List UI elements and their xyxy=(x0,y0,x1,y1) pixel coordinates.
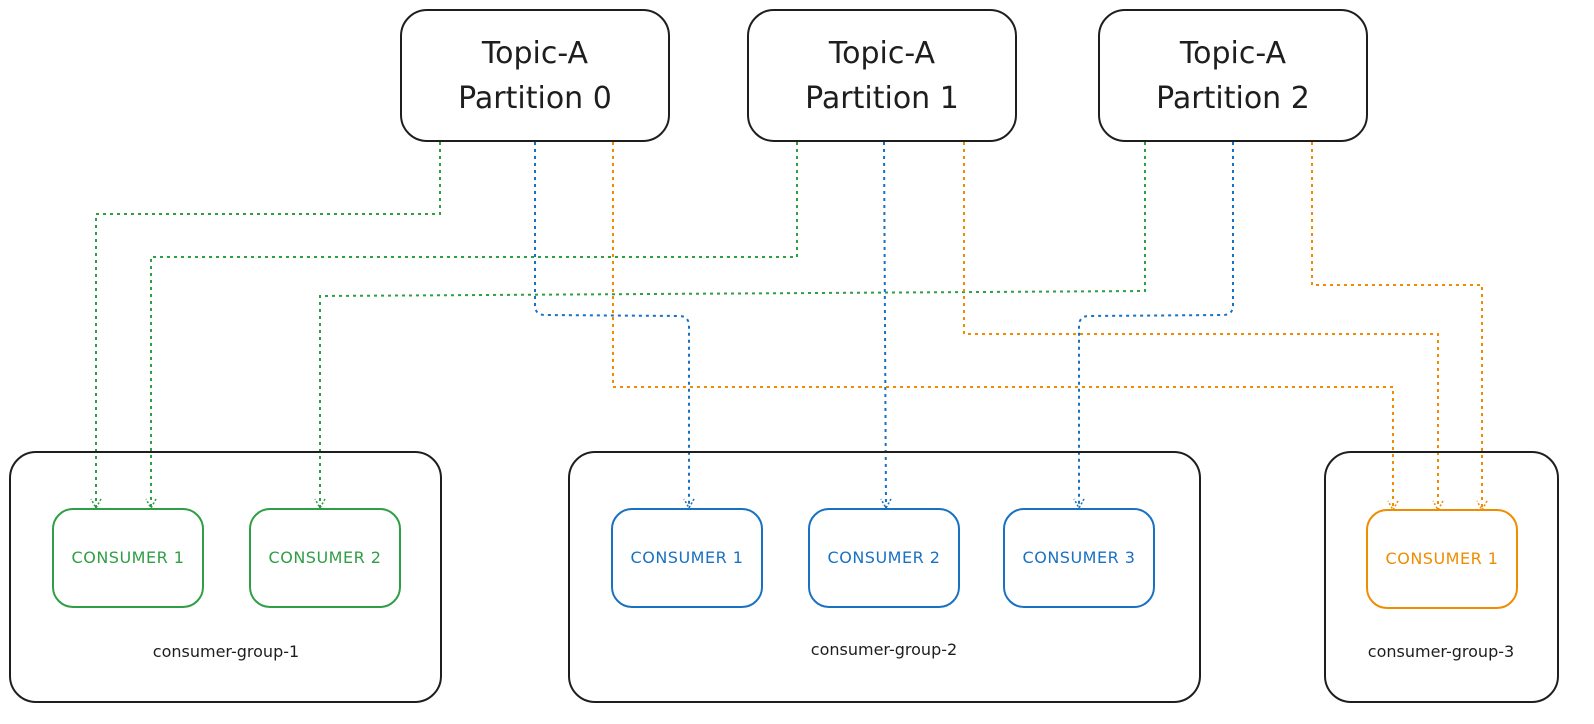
consumer-group-1-label: consumer-group-1 xyxy=(153,642,299,661)
group-2-consumer-1[interactable]: CONSUMER 1 xyxy=(611,508,763,608)
connection-p2-g2c3 xyxy=(1073,142,1234,510)
partition-0-line1: Topic-A xyxy=(481,36,589,71)
consumer-group-2[interactable]: CONSUMER 1 CONSUMER 2 CONSUMER 3 consume… xyxy=(568,451,1201,703)
group-2-consumer-1-label: CONSUMER 1 xyxy=(631,548,744,567)
connection-p1-g3c1 xyxy=(963,142,1444,512)
connection-p1-g1c1 xyxy=(145,142,798,510)
partition-1[interactable]: Topic-A Partition 1 xyxy=(747,9,1017,142)
connection-p2-g1c2 xyxy=(314,142,1146,510)
consumer-group-2-label: consumer-group-2 xyxy=(811,640,957,659)
group-1-consumer-1[interactable]: CONSUMER 1 xyxy=(52,508,204,608)
partition-1-line2: Partition 1 xyxy=(805,81,959,116)
connection-p2-g3c1 xyxy=(1311,142,1488,512)
partition-1-line1: Topic-A xyxy=(828,36,936,71)
partition-2[interactable]: Topic-A Partition 2 xyxy=(1098,9,1368,142)
group-1-consumer-2[interactable]: CONSUMER 2 xyxy=(249,508,401,608)
consumer-group-3[interactable]: CONSUMER 1 consumer-group-3 xyxy=(1324,451,1559,703)
group-2-consumer-2-label: CONSUMER 2 xyxy=(828,548,941,567)
consumer-group-3-label: consumer-group-3 xyxy=(1368,642,1514,661)
group-3-consumer-1-label: CONSUMER 1 xyxy=(1386,549,1499,568)
connection-p0-g1c1 xyxy=(90,142,441,510)
connection-p0-g2c1 xyxy=(534,142,695,510)
partition-2-line1: Topic-A xyxy=(1179,36,1287,71)
group-3-consumer-1[interactable]: CONSUMER 1 xyxy=(1366,509,1518,609)
group-2-consumer-2[interactable]: CONSUMER 2 xyxy=(808,508,960,608)
partition-0-line2: Partition 0 xyxy=(458,81,612,116)
group-1-consumer-1-label: CONSUMER 1 xyxy=(72,548,185,567)
connections xyxy=(90,141,1488,512)
group-1-consumer-2-label: CONSUMER 2 xyxy=(269,548,382,567)
partition-0[interactable]: Topic-A Partition 0 xyxy=(400,9,670,142)
connection-p1-g2c2 xyxy=(880,141,892,510)
connection-p0-g3c1 xyxy=(612,142,1399,512)
group-2-consumer-3-label: CONSUMER 3 xyxy=(1023,548,1136,567)
group-2-consumer-3[interactable]: CONSUMER 3 xyxy=(1003,508,1155,608)
partition-2-line2: Partition 2 xyxy=(1156,81,1310,116)
consumer-group-1[interactable]: CONSUMER 1 CONSUMER 2 consumer-group-1 xyxy=(9,451,442,703)
